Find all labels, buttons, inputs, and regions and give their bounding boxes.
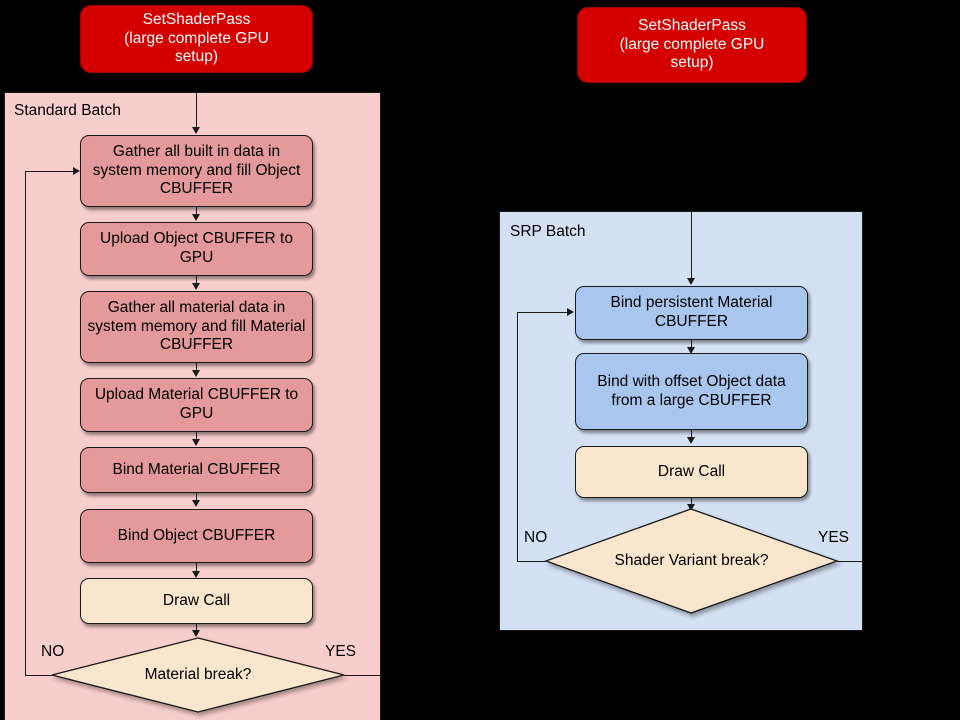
arrowhead-step1 [192, 127, 200, 134]
srp-decision-label: Shader Variant break? [614, 551, 769, 569]
connector-3-4 [196, 363, 197, 371]
arrowhead-srp-step1 [687, 278, 695, 285]
connector-header-to-step1 [196, 92, 197, 128]
connector-srp-1-2 [691, 340, 692, 348]
srp-step-2: Bind with offset Object data from a larg… [575, 353, 808, 430]
no-loop-top-srp [517, 312, 568, 313]
standard-decision-label: Material break? [144, 665, 252, 683]
srp-step-1: Bind persistent Material CBUFFER [575, 286, 808, 340]
connector-2-3 [196, 276, 197, 284]
standard-edge-label-no: NO [41, 643, 65, 660]
srp-batch-title: SRP Batch [510, 223, 586, 240]
standard-header-line1: SetShaderPass [142, 10, 251, 28]
arrowhead-step3 [192, 283, 200, 290]
connector-7-decision [196, 624, 197, 631]
connector-5-6 [196, 493, 197, 501]
srp-edge-label-no: NO [524, 529, 548, 546]
standard-header-line3: setup) [174, 48, 219, 66]
arrowhead-step6 [192, 500, 200, 507]
standard-step-4: Upload Material CBUFFER to GPU [80, 378, 313, 432]
connector-srp-3-decision [691, 498, 692, 505]
yes-exit-standard [344, 675, 381, 676]
standard-decision-diamond: Material break? [51, 637, 345, 713]
no-loop-vertical-srp [517, 312, 518, 562]
connector-6-7 [196, 563, 197, 572]
no-loop-vertical-standard [25, 171, 26, 676]
standard-edge-label-yes: YES [325, 643, 357, 660]
srp-edge-label-yes: YES [818, 529, 850, 546]
arrowhead-step7 [192, 571, 200, 578]
standard-header-line2: (large complete GPU [124, 29, 269, 47]
srp-header-line2: (large complete GPU [619, 35, 765, 53]
standard-step-3: Gather all material data in system memor… [80, 291, 313, 363]
arrowhead-srp-draw-call [687, 437, 695, 444]
srp-header-line3: setup) [670, 54, 714, 72]
yes-exit-srp [837, 561, 863, 562]
standard-batch-title: Standard Batch [14, 102, 121, 119]
no-loop-bottom-standard [25, 675, 52, 676]
arrowhead-no-loop-standard [73, 167, 80, 175]
arrowhead-decision [192, 630, 200, 637]
arrowhead-no-loop-srp [567, 308, 574, 316]
arrowhead-step5 [192, 439, 200, 446]
standard-step-1: Gather all built in data in system memor… [80, 135, 313, 207]
arrowhead-step4 [192, 370, 200, 377]
srp-header-line1: SetShaderPass [638, 16, 746, 34]
srp-draw-call: Draw Call [575, 446, 808, 498]
connector-srp-header-to-step1 [691, 211, 692, 279]
no-loop-bottom-srp [517, 561, 546, 562]
standard-setshaderpass-box: SetShaderPass (large complete GPU setup) [80, 5, 313, 73]
standard-step-6: Bind Object CBUFFER [80, 509, 313, 563]
srp-decision-diamond: Shader Variant break? [544, 508, 839, 614]
standard-step-5: Bind Material CBUFFER [80, 447, 313, 493]
arrowhead-srp-decision [687, 504, 695, 511]
connector-4-5 [196, 432, 197, 440]
arrowhead-step2 [192, 214, 200, 221]
no-loop-top-standard [25, 171, 74, 172]
connector-srp-2-3 [691, 430, 692, 438]
standard-draw-call: Draw Call [80, 578, 313, 624]
arrowhead-srp-step2 [687, 347, 695, 354]
srp-setshaderpass-box: SetShaderPass (large complete GPU setup) [577, 7, 807, 83]
connector-1-2 [196, 207, 197, 215]
standard-step-2: Upload Object CBUFFER to GPU [80, 222, 313, 276]
